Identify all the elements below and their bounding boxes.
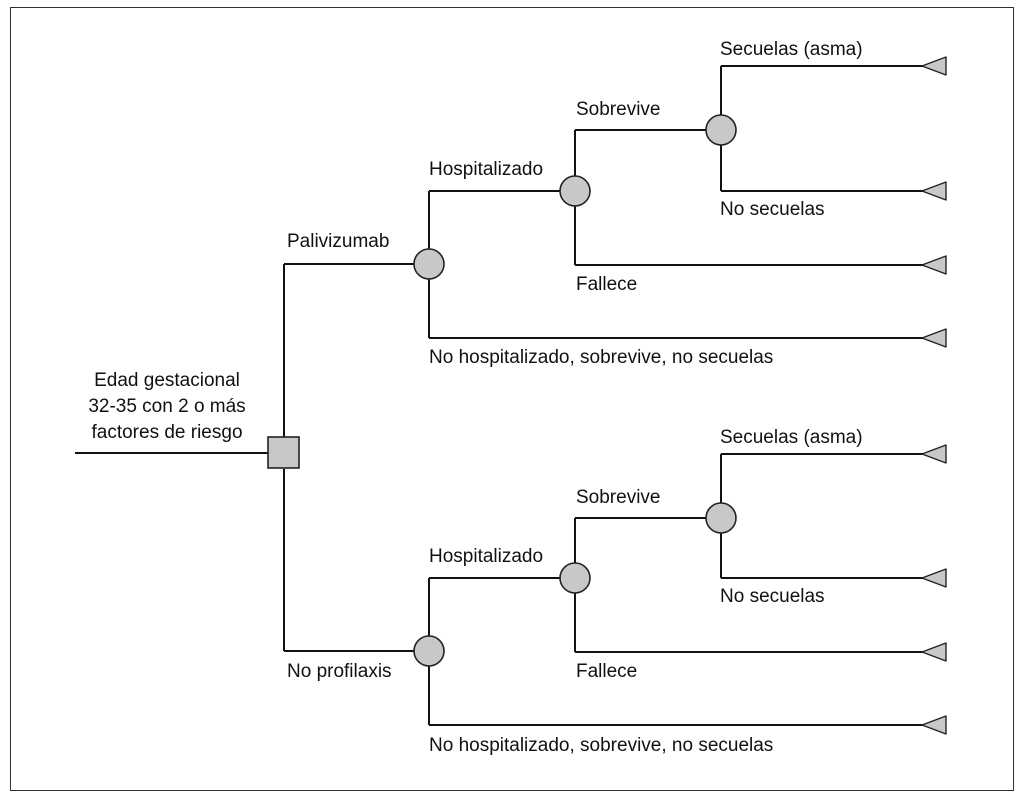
label-sobrevive: Sobrevive <box>576 487 661 508</box>
decision-node <box>267 436 300 469</box>
branch-label-no-profilaxis: No profilaxis <box>287 661 392 682</box>
chance-node-noprof-hosp <box>559 562 591 594</box>
chance-node-palivizumab <box>413 248 445 280</box>
root-label-line-3: factores de riesgo <box>91 422 243 443</box>
terminal-node <box>921 642 947 662</box>
root-label-line-2: 32-35 con 2 o más <box>88 396 246 417</box>
terminal-node <box>921 444 947 464</box>
branch-label-palivizumab: Palivizumab <box>287 231 390 252</box>
terminal-node <box>921 568 947 588</box>
terminal-node <box>921 181 947 201</box>
chance-node-noprof-sobrevive <box>705 502 737 534</box>
label-hospitalizado: Hospitalizado <box>429 546 544 567</box>
label-no-secuelas: No secuelas <box>720 199 825 220</box>
root-label: Edad gestacional 32-35 con 2 o más facto… <box>62 368 272 446</box>
label-secuelas: Secuelas (asma) <box>720 39 863 60</box>
label-no-hospitalizado: No hospitalizado, sobrevive, no secuelas <box>429 347 774 368</box>
label-sobrevive: Sobrevive <box>576 99 661 120</box>
label-fallece: Fallece <box>576 274 638 295</box>
terminal-node <box>921 255 947 275</box>
terminal-node <box>921 328 947 348</box>
label-hospitalizado: Hospitalizado <box>429 159 544 180</box>
label-secuelas: Secuelas (asma) <box>720 427 863 448</box>
chance-node-palivizumab-hosp <box>559 175 591 207</box>
chance-node-noprof <box>413 635 445 667</box>
figure-frame <box>10 7 1014 791</box>
terminal-node <box>921 56 947 76</box>
terminal-node <box>921 715 947 735</box>
label-fallece: Fallece <box>576 661 638 682</box>
root-label-line-1: Edad gestacional <box>94 370 240 391</box>
chance-node-palivizumab-sobrevive <box>705 114 737 146</box>
label-no-secuelas: No secuelas <box>720 586 825 607</box>
label-no-hospitalizado: No hospitalizado, sobrevive, no secuelas <box>429 735 774 756</box>
